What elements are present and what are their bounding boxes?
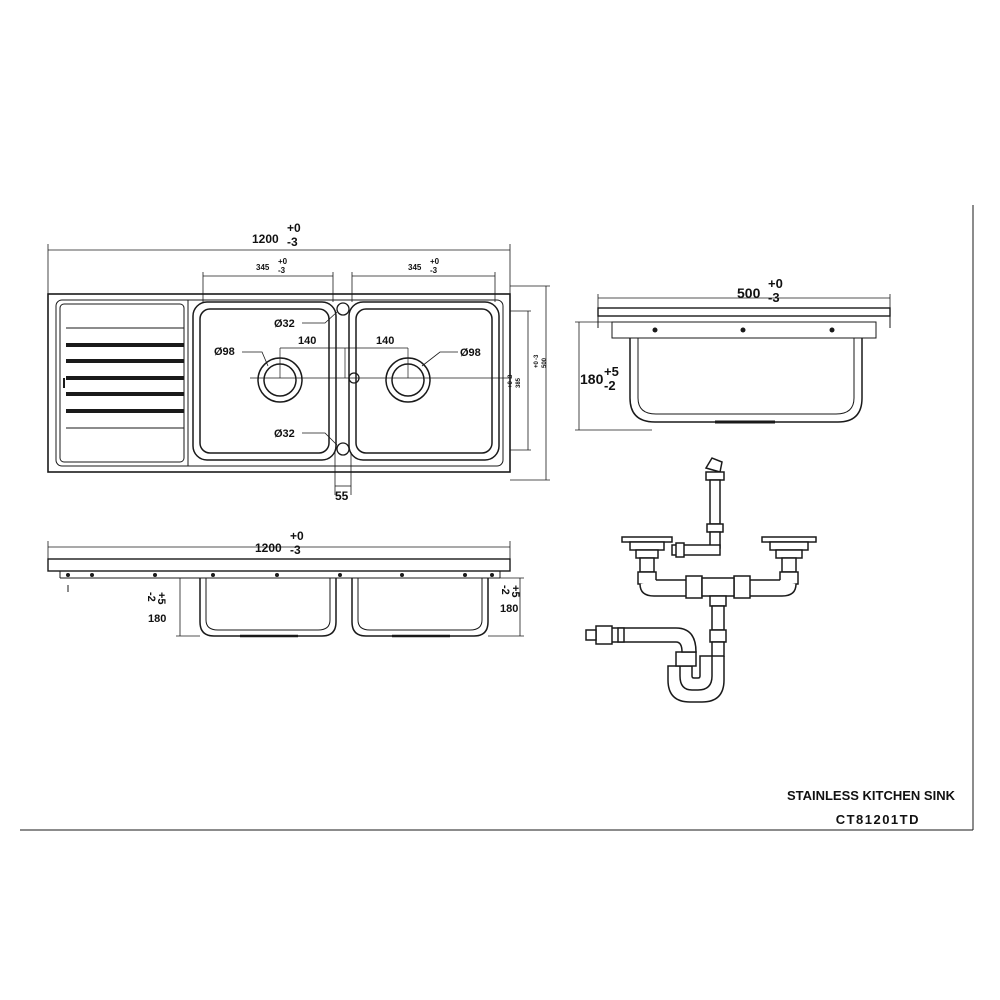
left-offset-label: 140 (298, 335, 316, 347)
side-depth-value: 180 (580, 371, 604, 387)
right-offset-label: 140 (376, 335, 394, 347)
svg-text:+5: +5 (155, 592, 167, 605)
front-depth-right-tol: +5 -2 (499, 585, 521, 598)
tap-hole-bottom-label: Ø32 (274, 428, 295, 440)
sink-outline (47, 293, 511, 473)
left-bowl-width-tol-minus: -3 (278, 266, 286, 275)
side-width-value: 500 (737, 285, 761, 301)
left-bowl-width-tol-plus: +0 (278, 257, 288, 266)
tap-hole-top (336, 302, 350, 316)
side-view (575, 294, 891, 431)
front-length-tol-plus: +0 (290, 529, 304, 543)
overall-length-value: 1200 (252, 232, 279, 246)
side-width-tol-plus: +0 (768, 276, 783, 291)
sink-inner-rim (55, 299, 504, 467)
top-view (47, 244, 550, 495)
svg-text:385: 385 (516, 377, 522, 388)
drawing-title: STAINLESS KITCHEN SINK (787, 788, 956, 803)
front-length-tol-minus: -3 (290, 543, 301, 557)
right-bowl-width-value: 345 (408, 263, 422, 272)
drainboard (59, 300, 189, 466)
side-depth-tol-minus: -2 (604, 378, 616, 393)
bowl-depth-dim: +0 -3 385 (508, 374, 522, 388)
left-waste-diameter-label: Ø98 (214, 346, 235, 358)
front-view (47, 541, 524, 638)
svg-text:+0: +0 (534, 360, 540, 368)
right-waste-diameter-label: Ø98 (460, 347, 481, 359)
front-depth-right-value: 180 (500, 603, 518, 615)
overall-length-tol-minus: -3 (287, 235, 298, 249)
front-depth-left-tol: +5 -2 (145, 592, 167, 605)
right-bowl-width-tol-minus: -3 (430, 266, 438, 275)
svg-text:-3: -3 (508, 374, 514, 380)
overall-width-dim: +0 -3 500 (534, 354, 548, 368)
svg-text:+0: +0 (508, 380, 514, 388)
left-bowl-width-value: 345 (256, 263, 270, 272)
side-depth-tol-plus: +5 (604, 364, 619, 379)
svg-text:+5: +5 (509, 585, 521, 598)
svg-text:500: 500 (542, 357, 548, 368)
tap-hole-bottom (336, 442, 350, 456)
side-width-tol-minus: -3 (768, 290, 780, 305)
right-bowl-width-tol-plus: +0 (430, 257, 440, 266)
front-depth-left-value: 180 (148, 613, 166, 625)
svg-text:-2: -2 (499, 585, 511, 595)
overall-length-tol-plus: +0 (287, 221, 301, 235)
svg-text:-3: -3 (534, 354, 540, 360)
front-length-value: 1200 (255, 541, 282, 555)
model-number: CT81201TD (836, 812, 920, 827)
tap-hole-top-label: Ø32 (274, 318, 295, 330)
left-bowl (192, 301, 337, 461)
svg-text:-2: -2 (145, 592, 157, 602)
drain-plumbing-assembly (585, 457, 817, 703)
divider-gap-label: 55 (335, 489, 349, 503)
right-bowl (348, 301, 500, 461)
